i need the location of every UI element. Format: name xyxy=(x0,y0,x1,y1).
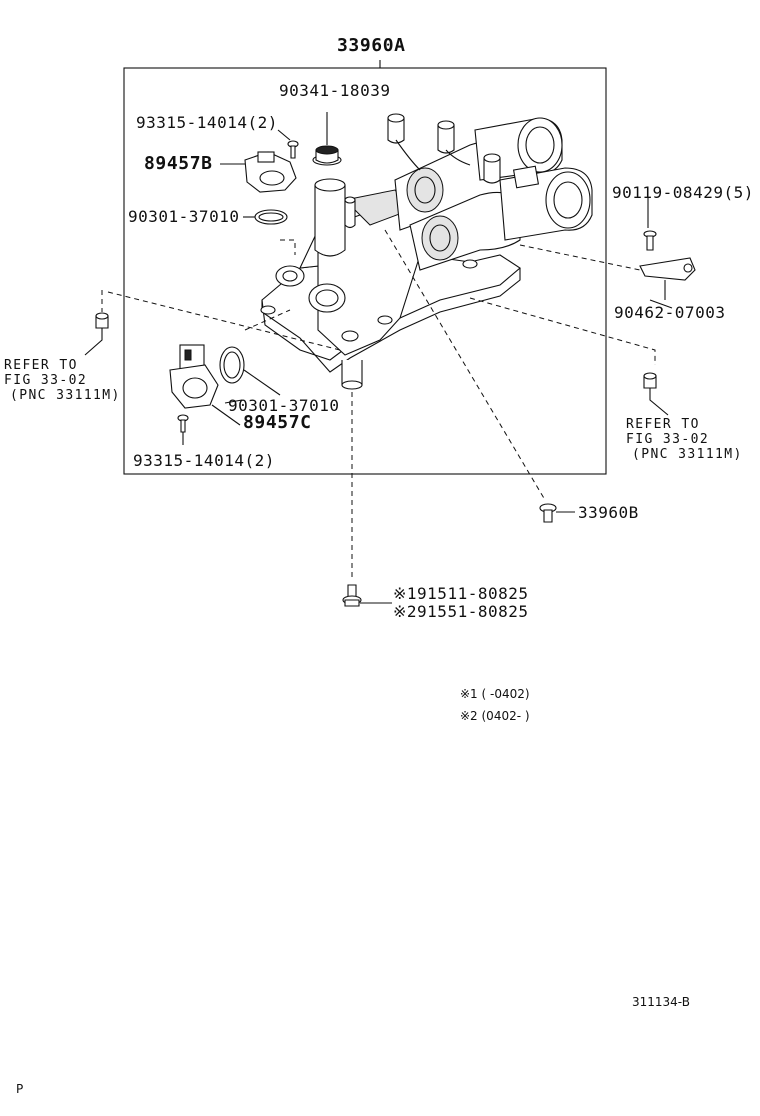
stud-33960B xyxy=(384,229,575,523)
refer-left-part xyxy=(84,290,341,356)
sensor-89457C xyxy=(169,344,241,426)
refer-left-line1: REFER TO xyxy=(4,358,78,373)
refer-right-part xyxy=(643,372,669,416)
figure-code: 311134-B xyxy=(632,995,690,1009)
refer-right-line1: REFER TO xyxy=(626,417,700,432)
bolt-90119 xyxy=(643,198,657,251)
part-label-90341: 90341-18039 xyxy=(279,81,391,100)
part-label-33960B: 33960B xyxy=(578,503,639,522)
o-ring-90301-top xyxy=(243,209,288,225)
refer-left-line3: (PNC 33111M) xyxy=(10,388,121,403)
screw-93315-top xyxy=(277,129,299,159)
part-label-90301-top: 90301-37010 xyxy=(128,207,240,226)
sensor-89457B xyxy=(220,151,297,193)
o-ring-90301-mid xyxy=(219,346,281,396)
part-label-90119: 90119-08429(5) xyxy=(612,183,754,202)
note-2: ※2 (0402- ) xyxy=(460,709,530,723)
screw-93315-bottom xyxy=(177,414,189,445)
part-label-91511: ※191511-80825 xyxy=(393,584,529,603)
part-label-90462: 90462-07003 xyxy=(614,303,726,322)
refer-right-line3: (PNC 33111M) xyxy=(632,447,743,462)
refer-left-line2: FIG 33-02 xyxy=(4,373,88,388)
part-label-93315-top: 93315-14014(2) xyxy=(136,113,278,132)
part-label-90301-mid: 90301-37010 xyxy=(228,396,340,415)
bolt-91511 xyxy=(342,392,392,607)
throttle-body-assembly xyxy=(260,113,593,390)
part-label-89457B: 89457B xyxy=(144,153,213,174)
assembly-label: 33960A xyxy=(337,35,406,56)
part-label-91551: ※291551-80825 xyxy=(393,602,529,621)
refer-right-line2: FIG 33-02 xyxy=(626,432,710,447)
cap-90341 xyxy=(312,112,342,166)
assembly-frame xyxy=(123,67,607,475)
page-marker: P xyxy=(16,1082,24,1096)
part-label-89457C: 89457C xyxy=(243,412,312,433)
note-1: ※1 ( -0402) xyxy=(460,687,530,701)
part-label-93315-bottom: 93315-14014(2) xyxy=(133,451,275,470)
bracket-90462 xyxy=(639,257,696,300)
